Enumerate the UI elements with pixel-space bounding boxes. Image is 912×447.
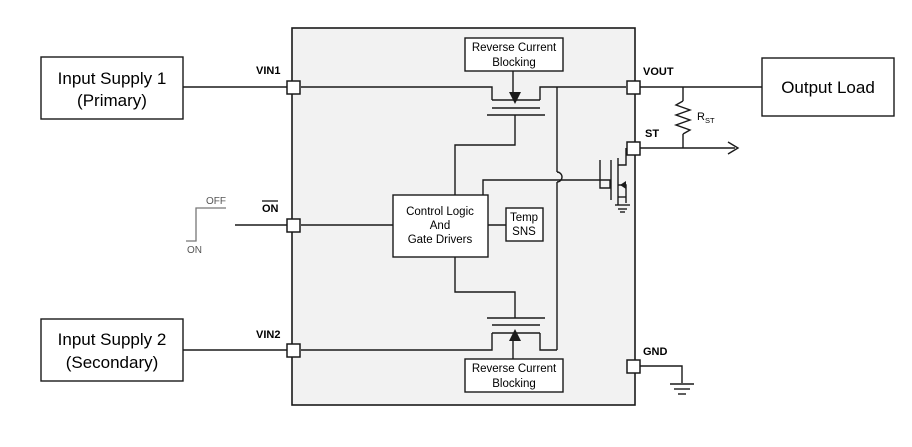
pin-gnd (626, 359, 641, 374)
rcb-top-label: Reverse Current (472, 42, 557, 54)
pin-vin2 (286, 343, 301, 358)
signal-on-label: ON (187, 245, 202, 256)
control-logic-line1: Control Logic (406, 206, 474, 218)
input-supply-1-label: Input Supply 1 (58, 69, 167, 88)
on-signal-waveform: OFF ON (186, 196, 226, 256)
pin-vout-label: VOUT (643, 66, 674, 78)
pin-gnd-label: GND (643, 346, 668, 358)
pin-st-label: ST (645, 128, 659, 140)
control-logic-block: Control Logic And Gate Drivers (392, 194, 489, 258)
input-supply-2-label: Input Supply 2 (58, 330, 167, 349)
reverse-current-blocking-bottom: Reverse Current Blocking (464, 358, 564, 393)
pin-vin2-label: VIN2 (256, 329, 280, 341)
temp-sns-line1: Temp (510, 212, 538, 224)
mosfet-top (487, 71, 545, 116)
pin-st (626, 141, 641, 156)
temp-sns-block: Temp SNS (505, 207, 544, 242)
output-load-label: Output Load (781, 78, 875, 97)
input-supply-2-sublabel: (Secondary) (66, 353, 159, 372)
output-load-block: Output Load (761, 57, 895, 117)
pin-on (286, 218, 301, 233)
pin-on-label: ON (262, 203, 279, 215)
input-supply-2-block: Input Supply 2 (Secondary) (40, 318, 184, 382)
temp-sns-line2: SNS (512, 226, 536, 238)
input-supply-1-block: Input Supply 1 (Primary) (40, 56, 184, 120)
rcb-top-sublabel: Blocking (492, 57, 535, 69)
control-logic-line3: Gate Drivers (408, 234, 473, 246)
signal-off-label: OFF (206, 196, 226, 207)
pin-vin1 (286, 80, 301, 95)
resistor-rst-label: RST (697, 111, 715, 125)
reverse-current-blocking-top: Reverse Current Blocking (464, 37, 564, 72)
pin-vin1-label: VIN1 (256, 65, 280, 77)
rst-main: R (697, 111, 705, 123)
wiring (183, 86, 762, 395)
svg-text:RST: RST (697, 111, 715, 125)
rcb-bottom-label: Reverse Current (472, 363, 557, 375)
rcb-bottom-sublabel: Blocking (492, 378, 535, 390)
control-logic-line2: And (430, 220, 450, 232)
input-supply-1-sublabel: (Primary) (77, 91, 147, 110)
rst-sub: ST (705, 116, 715, 125)
pin-vout (626, 80, 641, 95)
mosfet-bottom (487, 317, 545, 359)
